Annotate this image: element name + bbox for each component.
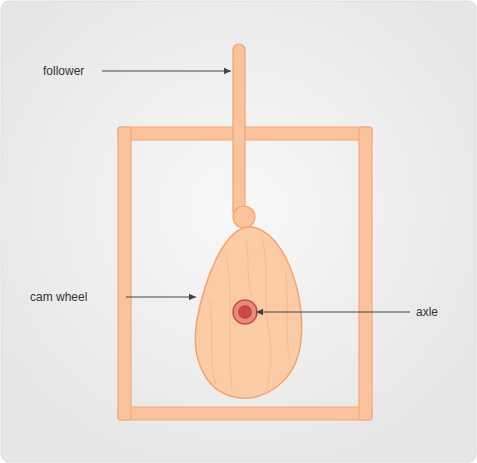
part-label: follower <box>43 64 84 78</box>
axle <box>233 300 257 324</box>
part-label: cam wheel <box>30 290 87 304</box>
part-label: axle <box>416 305 438 319</box>
follower-rod <box>233 44 255 228</box>
cam-wheel <box>195 227 301 398</box>
leader-lines <box>102 71 410 312</box>
